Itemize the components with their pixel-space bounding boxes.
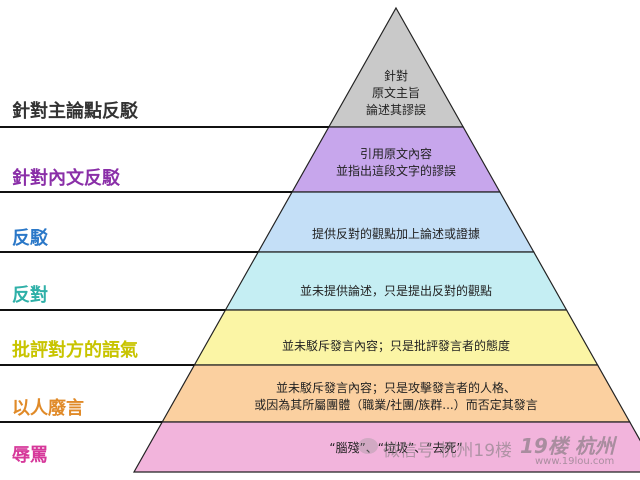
level-description-refute-central-point: 針對 原文主旨 論述其謬誤	[365, 69, 426, 117]
level-label-contradiction: 反對	[12, 285, 48, 306]
pyramid-band-contradiction	[224, 251, 568, 311]
level-description-responding-to-tone: 並未駁斥發言內容；只是批評發言者的態度	[281, 339, 510, 353]
level-label-refutation-of-content: 針對內文反駁	[12, 168, 120, 189]
level-description-name-calling: “腦殘”、“垃圾”、“去死”	[329, 441, 463, 455]
pyramid-band-refutation	[257, 191, 535, 253]
watermark-wechat-icon	[358, 438, 378, 454]
watermark-logo: 19楼 杭州	[520, 434, 615, 458]
level-label-ad-hominem: 以人廢言	[12, 398, 84, 419]
level-label-name-calling: 辱罵	[12, 445, 48, 466]
level-description-contradiction: 並未提供論述，只是提出反對的觀點	[299, 284, 492, 298]
level-label-responding-to-tone: 批評對方的語氣	[12, 340, 138, 361]
pyramid-band-name-calling	[132, 421, 640, 473]
level-description-refutation: 提供反對的觀點加上論述或證據	[311, 227, 480, 241]
watermark-site: www.19lou.com	[535, 456, 615, 467]
watermark-text: 微信号 杭州19楼	[383, 441, 513, 461]
level-label-refutation: 反駁	[12, 228, 48, 249]
level-label-refute-central-point: 針對主論點反駁	[12, 101, 138, 122]
level-description-ad-hominem: 並未駁斥發言內容；只是攻擊發言者的人格、 或因為其所屬團體（職業/社團/族群..…	[254, 381, 538, 412]
level-description-refutation-of-content: 引用原文內容 並指出這段文字的謬誤	[335, 147, 456, 178]
